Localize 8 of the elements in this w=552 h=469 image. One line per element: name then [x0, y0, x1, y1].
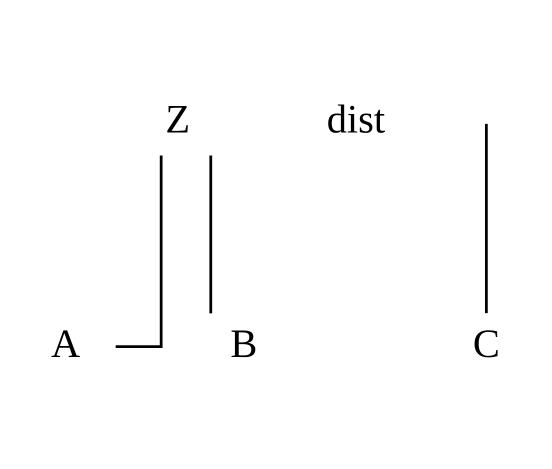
node-text: C — [472, 320, 500, 366]
connector — [209, 156, 212, 314]
node-text: B — [230, 320, 258, 366]
connector — [485, 124, 488, 314]
connector — [116, 156, 163, 348]
node-text: Z — [165, 96, 190, 142]
node-text: A — [51, 320, 80, 366]
label: dist — [326, 96, 386, 142]
